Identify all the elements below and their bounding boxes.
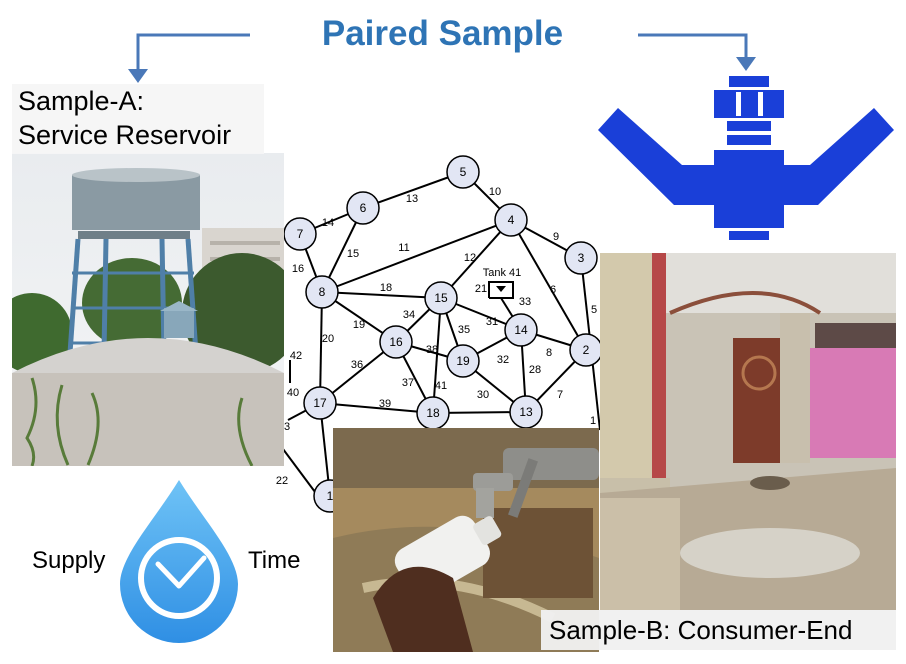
page-title: Paired Sample (321, 14, 564, 53)
edge-label: 10 (489, 186, 501, 198)
left-arrow-icon (128, 33, 250, 83)
network-node (305, 275, 339, 309)
edge-label: 32 (497, 354, 509, 366)
sample-a-subtitle: Service Reservoir (18, 120, 232, 150)
node-label: 18 (426, 406, 440, 420)
edge-label: 41 (435, 380, 447, 392)
edge-label: 34 (403, 309, 415, 321)
node-label: 6 (360, 201, 367, 215)
tank-label: Tank 41 (483, 267, 522, 279)
edge-label: 19 (353, 319, 365, 331)
sample-b-label: Sample-B: Consumer-End (541, 610, 896, 650)
edge-label: 1 (590, 415, 596, 427)
network-node (494, 203, 528, 237)
network-node (446, 155, 480, 189)
node-label: 5 (460, 165, 467, 179)
node-label: 7 (297, 227, 304, 241)
supply-label: Supply (32, 547, 106, 574)
edge-label: 31 (486, 316, 498, 328)
edge-label: 5 (591, 304, 597, 316)
time-label: Time (248, 547, 301, 574)
network-node (303, 386, 337, 420)
edge-label: 30 (477, 389, 489, 401)
node-label: 13 (519, 405, 533, 419)
edge-label: 7 (557, 389, 563, 401)
edge-label: 40 (287, 387, 299, 399)
edge-label: 15 (347, 248, 359, 260)
network-node (346, 191, 380, 225)
edge-label: 21 (475, 283, 487, 295)
edge-label: 16 (292, 263, 304, 275)
edge-label: 20 (322, 333, 334, 345)
network-node (379, 325, 413, 359)
edge-label: 13 (406, 193, 418, 205)
water-drop-clock-icon (120, 480, 238, 643)
reservoir-photo (12, 153, 284, 466)
edge-label: 14 (322, 217, 334, 229)
node-label: 16 (389, 335, 403, 349)
edge-label: 18 (380, 282, 392, 294)
tank-marker (496, 286, 506, 292)
edge-label: 39 (379, 398, 391, 410)
edge-label: 37 (402, 377, 414, 389)
node-label: 17 (313, 396, 327, 410)
node-label: 19 (456, 354, 470, 368)
network-node (424, 281, 458, 315)
node-label: 14 (514, 323, 528, 337)
edge-label: 9 (553, 231, 559, 243)
sample-a-label: Sample-A: Service Reservoir (12, 84, 264, 154)
edge-label: 22 (276, 475, 288, 487)
node-label: 2 (583, 343, 590, 357)
right-arrow-icon (638, 33, 756, 71)
street-photo (600, 253, 896, 610)
network-node (446, 344, 480, 378)
tap-icon (598, 76, 894, 240)
node-label: 8 (319, 285, 326, 299)
edge-label: 8 (546, 347, 552, 359)
node-label: 15 (434, 291, 448, 305)
edge-label: 33 (519, 296, 531, 308)
edge-label: 28 (529, 364, 541, 376)
network-node (564, 241, 598, 275)
network-node (504, 313, 538, 347)
edge-label: 38 (426, 344, 438, 356)
edge-label: 35 (458, 324, 470, 336)
node-label: 3 (578, 251, 585, 265)
node-label: 4 (508, 213, 515, 227)
edge-label: 12 (464, 252, 476, 264)
edge-label: 6 (550, 284, 556, 296)
network-node (283, 217, 317, 251)
edge-label: 42 (290, 350, 302, 362)
edge-label: 11 (398, 242, 409, 254)
node-label: 1 (327, 489, 334, 503)
edge-label: 36 (351, 359, 363, 371)
sample-a-title: Sample-A: (18, 86, 145, 116)
